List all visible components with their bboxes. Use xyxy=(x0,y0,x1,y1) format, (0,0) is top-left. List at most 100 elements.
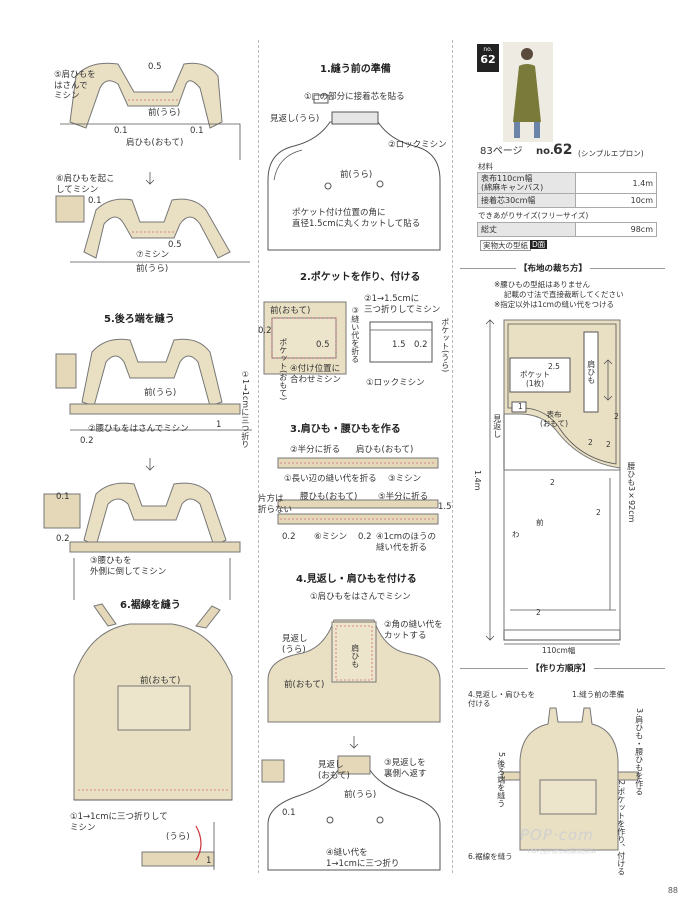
order-diagram xyxy=(501,707,639,851)
left-m01b: 0.1 xyxy=(190,126,204,136)
mid-sec2-pocket-face: ポケット(おもて) xyxy=(278,338,288,401)
left-b-m05: 0.5 xyxy=(168,240,182,250)
watermark-sub: POP|室内|时尚|潮流|前沿 xyxy=(528,848,597,855)
cutting-layout-diagram xyxy=(485,319,621,645)
mid-sec4-m01: 0.1 xyxy=(282,808,296,818)
left-note-a: ⑤肩ひもを はさんで ミシン xyxy=(54,70,96,102)
left-sec5-title: 5.後ろ端を縫う xyxy=(104,314,175,325)
materials-label: 材料 xyxy=(478,162,493,171)
cut-m2f: 2 xyxy=(536,608,541,617)
middle-column-illustrations xyxy=(261,94,441,871)
left-b-sew: ⑦ミシン xyxy=(136,250,170,260)
mid-sec1-facing: 見返し(うら) xyxy=(270,114,320,124)
left-sec5-sew-out: ③腰ひもを 外側に倒してミシン xyxy=(90,556,167,577)
project-no-label: no. xyxy=(536,146,554,157)
order-step-6: 6.裾線を縫う xyxy=(468,852,513,861)
cut-waist: 腰ひも3×92cm xyxy=(626,462,636,523)
mid-sec3-one-side: 片方は 折らない xyxy=(258,494,293,515)
order-step-1: 1.縫う前の準備 xyxy=(572,690,625,699)
mid-sec3-fold1: ④1cmのほうの 縫い代を折る xyxy=(376,532,436,553)
mid-sec3-strap-face: 肩ひも(おもて) xyxy=(356,445,414,455)
mid-sec1-pocket-note: ポケット付け位置の角に 直径1.5cmに丸くカットして貼る xyxy=(292,208,421,229)
left-strap-front: 肩ひも(おもて) xyxy=(126,138,184,148)
project-number-badge: no. 62 xyxy=(477,44,499,72)
project-subtitle: (シンプルエプロン) xyxy=(578,149,644,158)
cutting-note-3: ※指定以外は1cmの縫い代をつける xyxy=(494,300,614,309)
left-m01a: 0.1 xyxy=(114,126,128,136)
cut-m2c: 2 xyxy=(606,440,611,449)
column-separator-right xyxy=(452,40,453,873)
left-sec5-waist: ②腰ひもをはさんでミシン xyxy=(88,424,189,434)
material-amount: 10cm xyxy=(575,193,657,209)
project-no-number: 62 xyxy=(553,142,573,158)
mid-sec3-sew3: ③ミシン xyxy=(388,474,422,484)
mid-sec2-m02b: 0.2 xyxy=(414,340,428,350)
mid-sec4-corner: ②角の縫い代を カットする xyxy=(384,620,443,641)
cut-width: 110cm幅 xyxy=(542,646,576,655)
size-title: できあがりサイズ(フリーサイズ) xyxy=(478,211,589,220)
left-sec6-back: (うら) xyxy=(166,832,190,842)
mid-sec2-seam: ③縫い代を折る xyxy=(350,306,360,363)
mid-sec2-pocket-back: ポケット(うら) xyxy=(440,318,450,373)
order-step-2: 2.ポケットを作り、付ける xyxy=(616,780,626,876)
pattern-side: D面 xyxy=(530,240,548,250)
order-step-3: 3.肩ひも・腰ひもを作る xyxy=(634,708,644,796)
left-b-front-back: 前(うら) xyxy=(136,264,169,274)
mid-sec2-m15: 1.5 xyxy=(392,340,406,350)
cut-m1: 1 xyxy=(518,402,523,411)
cut-strap: 肩ひも xyxy=(586,360,596,384)
page-number: 88 xyxy=(667,886,678,895)
mid-sec3-half: ②半分に折る xyxy=(290,445,341,455)
cutting-note-2: 記載の寸法で直接裁断してください xyxy=(504,290,624,299)
mid-sec2-front-face: 前(おもて) xyxy=(270,306,311,316)
mid-sec3-m02a: 0.2 xyxy=(282,532,296,542)
cut-m2e: 2 xyxy=(596,508,601,517)
cut-m2a: 2 xyxy=(614,412,619,421)
mid-sec4-turn: ③見返しを 裏側へ返す xyxy=(384,758,427,779)
cut-face: 表布 (おもて) xyxy=(540,410,569,429)
left-sec5-m01: 0.1 xyxy=(56,492,70,502)
cutting-title: 【布地の裁ち方】 xyxy=(516,262,591,274)
order-step-5: 5.後ろ端を縫う xyxy=(496,752,506,808)
mid-sec3-m02b: 0.2 xyxy=(358,532,372,542)
mid-sec3-title: 3.肩ひも・腰ひもを作る xyxy=(290,424,401,435)
left-sec5-m1: 1 xyxy=(216,420,222,430)
page-reference: 83ページ xyxy=(480,146,523,157)
mid-sec4-title: 4.見返し・肩ひもを付ける xyxy=(296,574,417,585)
left-sec6-hem: ①1→1cmに三つ折りして ミシン xyxy=(70,812,168,833)
mid-sec4-front-face: 前(おもて) xyxy=(284,680,325,690)
order-step-4: 4.見返し・肩ひもを 付ける xyxy=(468,690,536,709)
mid-sec2-m05: 0.5 xyxy=(316,340,330,350)
left-sec5-front-back: 前(うら) xyxy=(144,388,177,398)
cutting-note-1: ※腰ひもの型紙はありません xyxy=(494,280,591,289)
mid-sec1-lock: ②ロックミシン xyxy=(388,140,447,150)
left-sec6-front-face: 前(おもて) xyxy=(140,676,181,686)
material-amount: 1.4m xyxy=(575,171,657,195)
left-note-b: ⑥肩ひもを起こ してミシン xyxy=(56,174,115,195)
cut-facing: 見返し xyxy=(492,414,502,438)
mid-sec3-sew6: ⑥ミシン xyxy=(314,532,348,542)
left-column-illustrations xyxy=(43,62,252,870)
mid-sec4-facing-face: 見返し (おもて) xyxy=(318,760,350,781)
cut-m2b: 2 xyxy=(588,438,593,447)
column-separator-left xyxy=(258,40,259,873)
pattern-label: 実物大の型紙 xyxy=(480,240,531,252)
mid-sec2-m02: 0.2 xyxy=(258,326,272,336)
mid-sec2-fold: ②1→1.5cmに 三つ折りしてミシン xyxy=(364,294,441,315)
cut-front: 前 xyxy=(536,518,544,527)
table-row: 接着芯30cm幅 10cm xyxy=(477,193,657,209)
order-title: 【作り方順序】 xyxy=(528,662,594,674)
cut-wa: わ xyxy=(512,530,520,539)
mid-sec3-waist-face: 腰ひも(おもて) xyxy=(300,492,358,502)
size-name: 総丈 xyxy=(477,222,576,237)
model-photo xyxy=(503,42,553,142)
materials-table: 表布110cm幅 (綿麻キャンバス) 1.4m 接着芯30cm幅 10cm xyxy=(477,171,657,209)
left-front-back-a: 前(うら) xyxy=(148,108,181,118)
watermark: POP·com xyxy=(520,826,594,844)
mid-sec4-strap: 肩ひも xyxy=(350,644,360,668)
table-row: 総丈 98cm xyxy=(477,222,657,237)
mid-sec4-strap-in: ①肩ひもをはさんでミシン xyxy=(310,592,411,602)
cut-length: 1.4m xyxy=(472,470,482,491)
left-b-m01: 0.1 xyxy=(88,196,102,206)
size-value: 98cm xyxy=(575,222,657,237)
